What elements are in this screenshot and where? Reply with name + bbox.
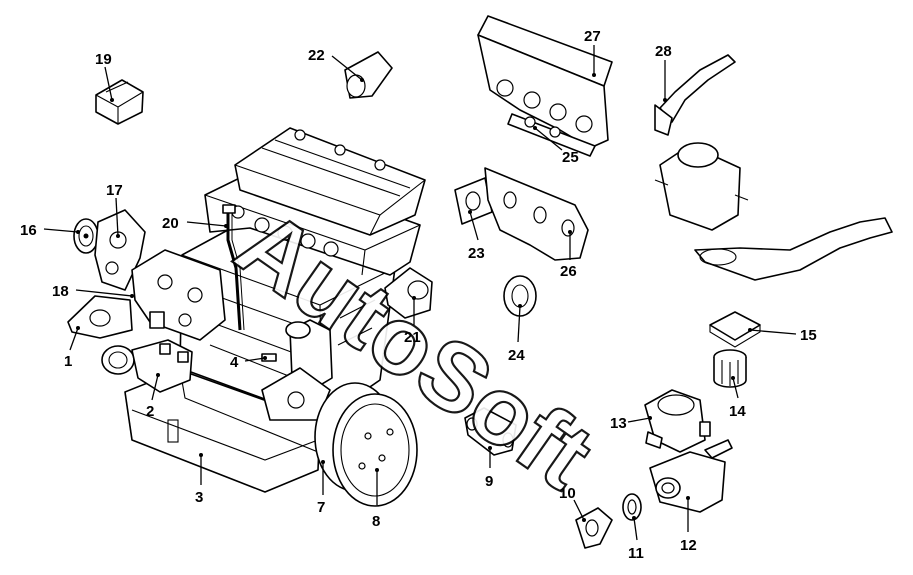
filter-cap: [709, 311, 761, 348]
intake-gasket: [507, 113, 596, 157]
label-13: 13: [610, 415, 627, 432]
label-20: 20: [162, 215, 179, 232]
label-9: 9: [485, 473, 493, 490]
thermostat-housing: [384, 267, 433, 319]
water-pump: [101, 339, 193, 393]
label-19: 19: [95, 51, 112, 68]
camshaft-cover: [234, 127, 426, 236]
air-intake-hose: [654, 54, 736, 136]
label-15: 15: [800, 327, 817, 344]
label-14: 14: [729, 403, 746, 420]
thermostat-insert: [622, 493, 642, 521]
flywheel: [314, 382, 418, 507]
label-7: 7: [317, 499, 325, 516]
front-cover: [67, 295, 133, 339]
outlet-elbow: [575, 507, 613, 549]
label-1: 1: [64, 353, 72, 370]
label-4: 4: [230, 354, 239, 371]
label-28: 28: [655, 43, 672, 60]
label-16: 16: [20, 222, 37, 239]
air-box: [654, 142, 749, 231]
engine-mount: [95, 79, 144, 125]
timing-sprocket: [73, 218, 99, 254]
oil-pump-housing: [131, 249, 226, 341]
label-27: 27: [584, 28, 601, 45]
part-number-labels: 1 2 3 4 7 8 9 10 11 12 13 14 15 16 17 18…: [20, 28, 817, 562]
coolant-housing: [649, 439, 733, 513]
label-22: 22: [308, 47, 325, 64]
label-18: 18: [52, 283, 69, 300]
coolant-outlet: [644, 389, 711, 453]
exhaust-manifold: [484, 167, 589, 261]
label-3: 3: [195, 489, 203, 506]
label-2: 2: [146, 403, 154, 420]
label-10: 10: [559, 485, 576, 502]
filter-element: [713, 349, 747, 388]
label-23: 23: [468, 245, 485, 262]
label-12: 12: [680, 537, 697, 554]
oil-filter-housing: [261, 319, 333, 421]
label-25: 25: [562, 149, 579, 166]
label-24: 24: [508, 347, 525, 364]
hose-connector: [344, 51, 393, 99]
label-17: 17: [106, 182, 123, 199]
bolt: [261, 353, 277, 362]
label-26: 26: [560, 263, 577, 280]
air-duct: [694, 217, 893, 281]
label-21: 21: [404, 329, 421, 346]
label-11: 11: [628, 545, 644, 562]
leader-lines: [43, 45, 797, 541]
small-connector: [464, 407, 517, 456]
label-8: 8: [372, 513, 380, 530]
